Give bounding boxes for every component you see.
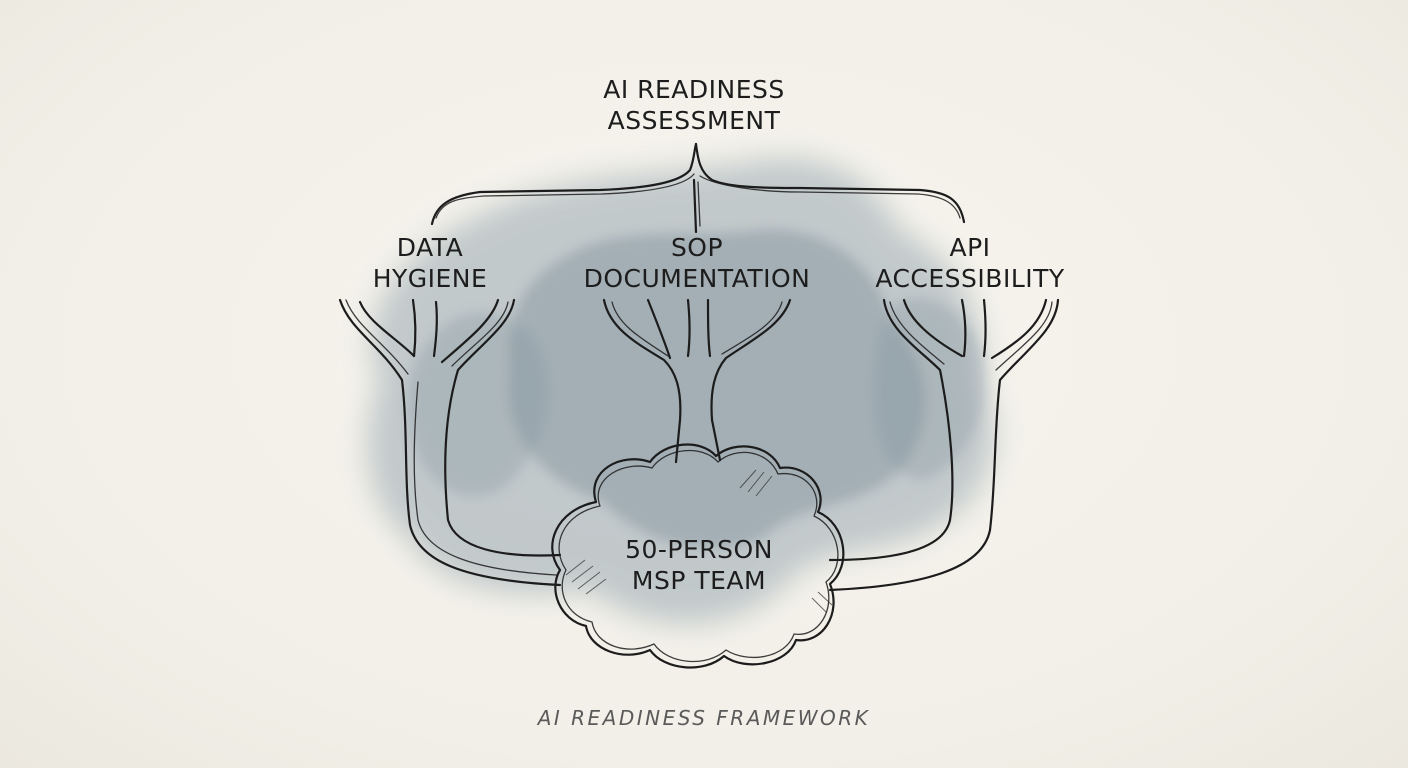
team-cloud (551, 443, 845, 669)
branch-sop-documentation-trunk (602, 298, 792, 464)
branch-label-line1: SOP (670, 233, 724, 262)
root-brace (430, 142, 966, 234)
branch-label-line1: DATA (396, 233, 464, 262)
branch-sop-documentation-label: SOP DOCUMENTATION (562, 232, 832, 294)
branch-label-line2: ACCESSIBILITY (875, 264, 1065, 293)
root-node-label: AI READINESS ASSESSMENT (544, 74, 844, 136)
branch-label-line2: HYGIENE (372, 264, 488, 293)
team-label-line2: MSP TEAM (631, 566, 767, 595)
root-label-line1: AI READINESS (603, 75, 785, 104)
branch-label-line2: DOCUMENTATION (583, 264, 811, 293)
cloud-hatching (565, 469, 833, 613)
branch-api-accessibility-label: API ACCESSIBILITY (850, 232, 1090, 294)
team-label-line1: 50-PERSON (625, 535, 773, 564)
root-label-line2: ASSESSMENT (607, 106, 781, 135)
watercolor-wash (367, 158, 994, 624)
branch-api-accessibility-trunk (828, 298, 1060, 592)
diagram-caption: AI READINESS FRAMEWORK (537, 706, 871, 730)
branch-label-line1: API (949, 233, 991, 262)
branch-data-hygiene-trunk (338, 298, 562, 587)
branch-data-hygiene-label: DATA HYGIENE (330, 232, 530, 294)
team-node-label: 50-PERSON MSP TEAM (584, 534, 814, 596)
